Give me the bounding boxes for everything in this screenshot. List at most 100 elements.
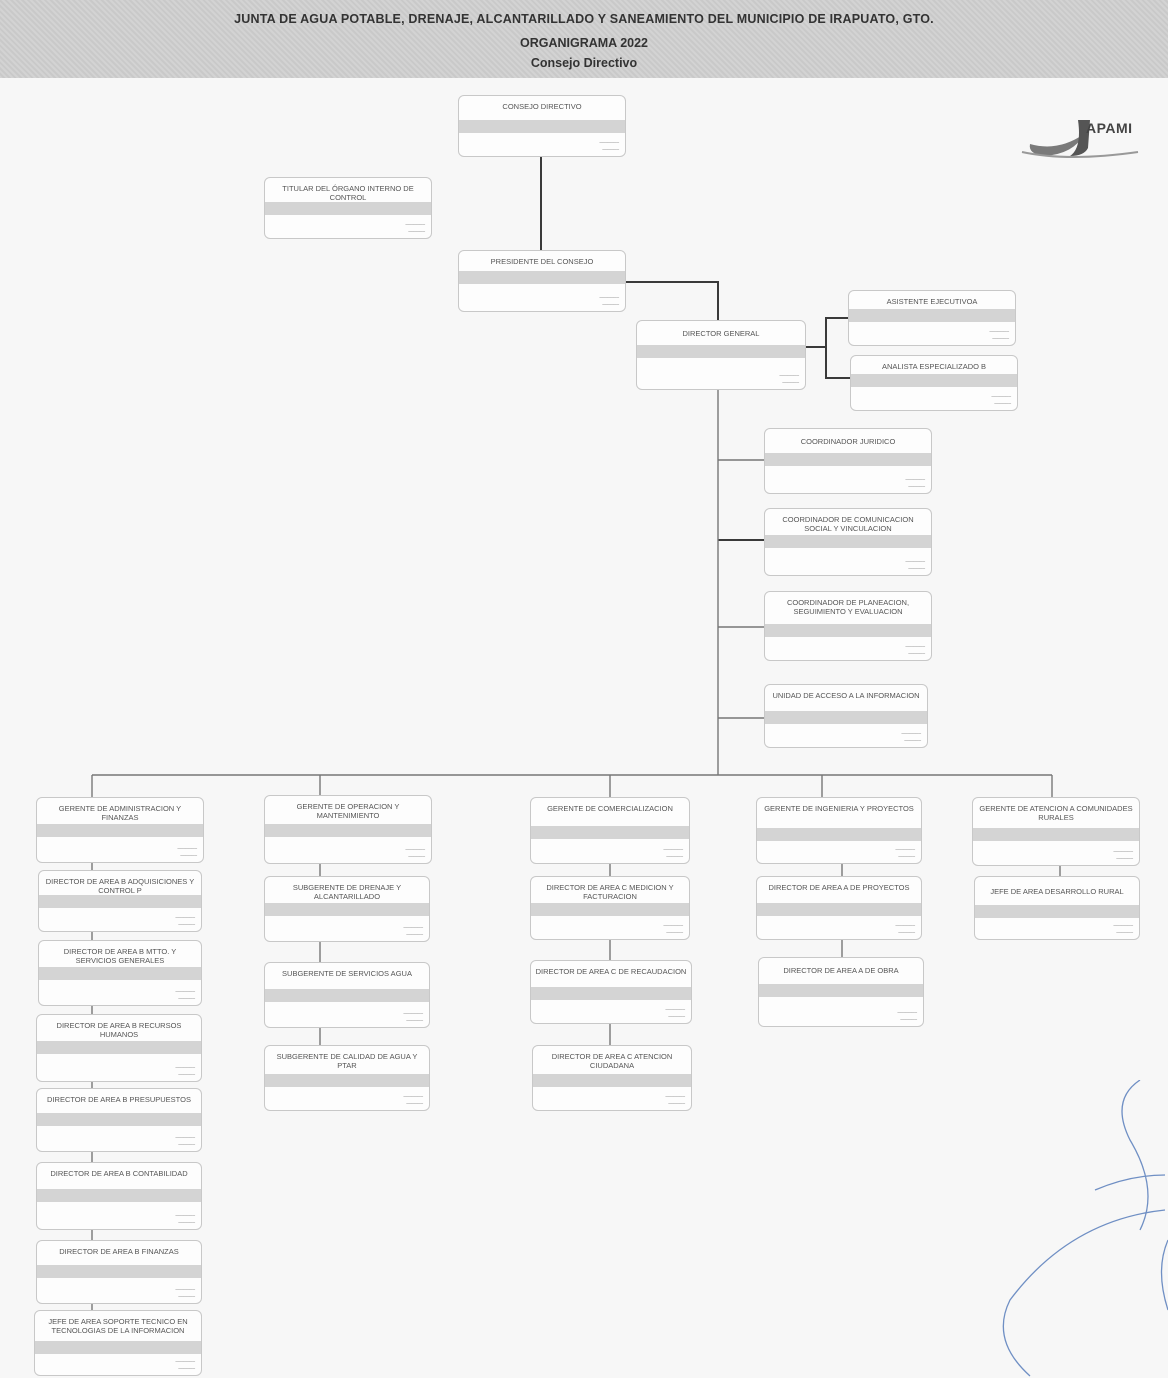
box-title: PRESIDENTE DEL CONSEJO — [490, 257, 594, 266]
box-title: DIRECTOR DE AREA C ATENCION CIUDADANA — [551, 1052, 673, 1070]
box-director-finanzas: DIRECTOR DE AREA B FINANZAS ____________… — [36, 1240, 202, 1304]
box-title: DIRECTOR DE AREA C DE RECAUDACION — [535, 967, 687, 976]
box-meta: _____________ — [663, 845, 683, 858]
box-title: SUBGERENTE DE DRENAJE Y ALCANTARILLADO — [292, 883, 402, 901]
box-gerente-operacion: GERENTE DE OPERACION Y MANTENIMIENTO ___… — [264, 795, 432, 864]
box-title: DIRECTOR GENERAL — [682, 329, 760, 338]
box-meta: _____________ — [665, 1005, 685, 1018]
box-meta: _____________ — [905, 475, 925, 488]
box-title: DIRECTOR DE AREA A DE PROYECTOS — [768, 883, 910, 892]
box-meta: _____________ — [405, 220, 425, 233]
box-meta: _____________ — [403, 1009, 423, 1022]
line-director-asistente — [806, 317, 848, 348]
box-meta: _____________ — [405, 845, 425, 858]
box-title: GERENTE DE ATENCION A COMUNIDADES RURALE… — [979, 804, 1133, 822]
box-gerente-comercializacion: GERENTE DE COMERCIALIZACION ____________… — [530, 797, 690, 864]
box-meta: _____________ — [599, 138, 619, 151]
box-title: COORDINADOR JURIDICO — [800, 437, 896, 446]
box-title: CONSEJO DIRECTIVO — [502, 102, 582, 111]
box-meta: _____________ — [175, 1211, 195, 1224]
box-title: GERENTE DE OPERACION Y MANTENIMIENTO — [296, 802, 400, 820]
box-title: COORDINADOR DE PLANEACION, SEGUIMIENTO Y… — [786, 598, 910, 616]
signature-scribble-icon — [1002, 1080, 1168, 1377]
box-director-contabilidad: DIRECTOR DE AREA B CONTABILIDAD ________… — [36, 1162, 202, 1230]
box-title: GERENTE DE INGENIERIA Y PROYECTOS — [764, 804, 914, 813]
box-meta: _____________ — [901, 729, 921, 742]
box-meta: _____________ — [599, 293, 619, 306]
box-meta: _____________ — [991, 392, 1011, 405]
box-director-recursos-humanos: DIRECTOR DE AREA B RECURSOS HUMANOS ____… — [36, 1014, 202, 1082]
apami-logo-icon — [1021, 120, 1139, 158]
header-banner: JUNTA DE AGUA POTABLE, DRENAJE, ALCANTAR… — [0, 0, 1168, 78]
box-meta: _____________ — [175, 987, 195, 1000]
box-coordinador-juridico: COORDINADOR JURIDICO _____________ — [764, 428, 932, 494]
box-presidente-consejo: PRESIDENTE DEL CONSEJO _____________ — [458, 250, 626, 312]
header-subtitle: ORGANIGRAMA 2022 — [519, 36, 649, 50]
box-title: SUBGERENTE DE CALIDAD DE AGUA Y PTAR — [276, 1052, 418, 1070]
box-title: COORDINADOR DE COMUNICACION SOCIAL Y VIN… — [782, 515, 914, 533]
box-director-adquisiciones: DIRECTOR DE AREA B ADQUISICIONES Y CONTR… — [38, 870, 202, 932]
box-meta: _____________ — [1113, 921, 1133, 934]
box-title: DIRECTOR DE AREA B MTTO. Y SERVICIOS GEN… — [63, 947, 177, 965]
box-title: DIRECTOR DE AREA B RECURSOS HUMANOS — [56, 1021, 182, 1039]
box-title: DIRECTOR DE AREA B CONTABILIDAD — [50, 1169, 188, 1178]
box-title: ASISTENTE EJECUTIVOA — [886, 297, 978, 306]
box-meta: _____________ — [663, 921, 683, 934]
header-title: JUNTA DE AGUA POTABLE, DRENAJE, ALCANTAR… — [234, 12, 934, 26]
box-consejo-directivo: CONSEJO DIRECTIVO _____________ — [458, 95, 626, 157]
box-director-presupuestos: DIRECTOR DE AREA B PRESUPUESTOS ________… — [36, 1088, 202, 1152]
box-director-general: DIRECTOR GENERAL _____________ — [636, 320, 806, 390]
box-meta: _____________ — [1113, 847, 1133, 860]
box-unidad-acceso-informacion: UNIDAD DE ACCESO A LA INFORMACION ______… — [764, 684, 928, 748]
box-meta: _____________ — [779, 371, 799, 384]
box-gerente-administracion: GERENTE DE ADMINISTRACION Y FINANZAS ___… — [36, 797, 204, 863]
box-meta: _____________ — [403, 1092, 423, 1105]
box-title: SUBGERENTE DE SERVICIOS AGUA — [282, 969, 412, 978]
box-director-obra: DIRECTOR DE AREA A DE OBRA _____________ — [758, 957, 924, 1027]
box-title: JEFE DE AREA DESARROLLO RURAL — [990, 887, 1124, 896]
box-meta: _____________ — [989, 327, 1009, 340]
box-subgerente-drenaje: SUBGERENTE DE DRENAJE Y ALCANTARILLADO _… — [264, 876, 430, 942]
line-director-analista — [825, 347, 850, 379]
box-director-atencion-ciudadana: DIRECTOR DE AREA C ATENCION CIUDADANA __… — [532, 1045, 692, 1111]
box-director-facturacion: DIRECTOR DE AREA C MEDICION Y FACTURACIO… — [530, 876, 690, 940]
box-organo-interno: TITULAR DEL ÓRGANO INTERNO DE CONTROL __… — [264, 177, 432, 239]
box-title: DIRECTOR DE AREA C MEDICION Y FACTURACIO… — [546, 883, 674, 901]
box-title: DIRECTOR DE AREA B PRESUPUESTOS — [47, 1095, 191, 1104]
box-title: TITULAR DEL ÓRGANO INTERNO DE CONTROL — [282, 184, 414, 202]
box-coordinador-comunicacion: COORDINADOR DE COMUNICACION SOCIAL Y VIN… — [764, 508, 932, 576]
box-title: GERENTE DE COMERCIALIZACION — [547, 804, 673, 813]
box-meta: _____________ — [895, 845, 915, 858]
box-meta: _____________ — [175, 913, 195, 926]
box-meta: _____________ — [905, 557, 925, 570]
header-section: Consejo Directivo — [530, 56, 638, 70]
box-asistente-ejecutivo: ASISTENTE EJECUTIVOA _____________ — [848, 290, 1016, 346]
box-title: ANALISTA ESPECIALIZADO B — [881, 362, 987, 371]
box-analista-especializado: ANALISTA ESPECIALIZADO B _____________ — [850, 355, 1018, 411]
box-title: DIRECTOR DE AREA A DE OBRA — [783, 966, 899, 975]
box-title: UNIDAD DE ACCESO A LA INFORMACION — [772, 691, 920, 700]
box-meta: _____________ — [175, 1357, 195, 1370]
box-jefe-tecnologias: JEFE DE AREA SOPORTE TECNICO EN TECNOLOG… — [34, 1310, 202, 1376]
box-title: GERENTE DE ADMINISTRACION Y FINANZAS — [58, 804, 182, 822]
box-meta: _____________ — [403, 923, 423, 936]
box-coordinador-planeacion: COORDINADOR DE PLANEACION, SEGUIMIENTO Y… — [764, 591, 932, 661]
logo-text: APAMI — [1086, 120, 1133, 136]
box-title: DIRECTOR DE AREA B FINANZAS — [59, 1247, 179, 1256]
box-gerente-ingenieria: GERENTE DE INGENIERIA Y PROYECTOS ______… — [756, 797, 922, 864]
box-meta: _____________ — [175, 1133, 195, 1146]
box-meta: _____________ — [175, 1063, 195, 1076]
box-meta: _____________ — [905, 642, 925, 655]
box-meta: _____________ — [895, 921, 915, 934]
box-subgerente-agua: SUBGERENTE DE SERVICIOS AGUA ___________… — [264, 962, 430, 1028]
box-title: JEFE DE AREA SOPORTE TECNICO EN TECNOLOG… — [48, 1317, 188, 1335]
box-meta: _____________ — [177, 844, 197, 857]
box-meta: _____________ — [897, 1008, 917, 1021]
box-subgerente-calidad: SUBGERENTE DE CALIDAD DE AGUA Y PTAR ___… — [264, 1045, 430, 1111]
box-meta: _____________ — [175, 1285, 195, 1298]
box-director-servicios-generales: DIRECTOR DE AREA B MTTO. Y SERVICIOS GEN… — [38, 940, 202, 1006]
box-gerente-comunidades-rurales: GERENTE DE ATENCION A COMUNIDADES RURALE… — [972, 797, 1140, 866]
box-title: DIRECTOR DE AREA B ADQUISICIONES Y CONTR… — [45, 877, 195, 895]
box-director-proyectos: DIRECTOR DE AREA A DE PROYECTOS ________… — [756, 876, 922, 940]
box-jefe-desarrollo-rural: JEFE DE AREA DESARROLLO RURAL __________… — [974, 876, 1140, 940]
